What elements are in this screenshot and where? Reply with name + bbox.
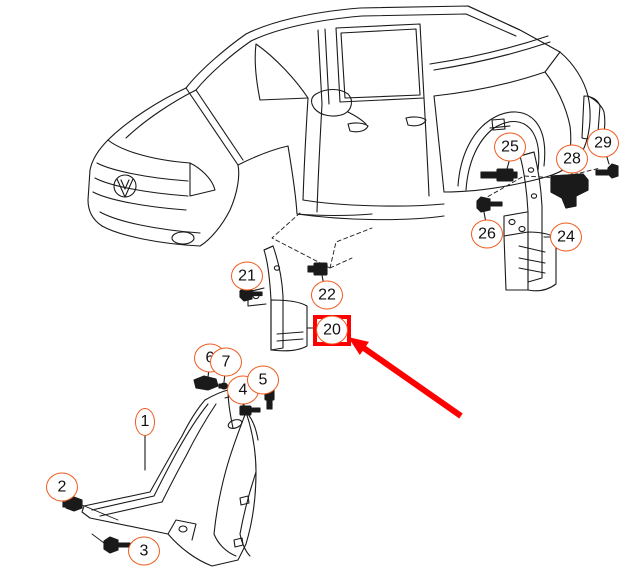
fender-screw-3 <box>103 536 131 554</box>
rear-mud-flap-part <box>503 151 557 292</box>
callout-label: 3 <box>139 542 149 559</box>
callout-label: 20 <box>323 321 341 338</box>
callout-20[interactable]: 20 <box>316 315 348 345</box>
callout-label: 21 <box>238 267 256 284</box>
callout-label: 29 <box>594 134 612 151</box>
callout-24[interactable]: 24 <box>550 222 582 252</box>
callout-21[interactable]: 21 <box>231 261 263 291</box>
callout-25[interactable]: 25 <box>494 132 526 162</box>
leader-2-to-part <box>81 504 119 521</box>
front-mud-flap-part <box>247 245 317 352</box>
rear-bracket-screw-29 <box>595 163 619 179</box>
callout-label: 25 <box>501 138 519 155</box>
callout-label: 1 <box>140 413 150 430</box>
callout-label: 26 <box>478 225 496 242</box>
callout-label: 28 <box>563 150 581 167</box>
callout-5[interactable]: 5 <box>247 365 279 395</box>
callout-label: 24 <box>557 228 575 245</box>
callout-1[interactable]: 1 <box>135 408 155 436</box>
callout-7[interactable]: 7 <box>210 347 242 377</box>
rear-flap-screw-26 <box>476 196 503 213</box>
callout-29[interactable]: 29 <box>587 128 619 158</box>
callout-label: 22 <box>318 286 336 303</box>
callout-label: 4 <box>238 381 248 398</box>
callout-2[interactable]: 2 <box>46 472 78 502</box>
bracket-clamp-6 <box>193 375 219 391</box>
highlight-arrow <box>348 337 463 419</box>
callout-label: 5 <box>258 371 268 388</box>
leader-3-to-part <box>91 533 105 544</box>
callout-label: 2 <box>57 478 67 495</box>
fender-clip-2 <box>62 496 83 512</box>
callout-26[interactable]: 26 <box>471 219 503 249</box>
callout-28[interactable]: 28 <box>556 144 588 174</box>
callout-22[interactable]: 22 <box>311 280 343 310</box>
truck-illustration <box>87 5 606 247</box>
rear-flap-bolt-25 <box>480 168 518 182</box>
rear-bracket-28 <box>550 173 589 209</box>
rear-bracket-28-outline <box>550 173 589 209</box>
mud-flap-nut-22 <box>307 262 328 276</box>
fender-bolt-4 <box>239 405 261 416</box>
callout-3[interactable]: 3 <box>128 536 160 566</box>
callout-label: 7 <box>221 353 231 370</box>
